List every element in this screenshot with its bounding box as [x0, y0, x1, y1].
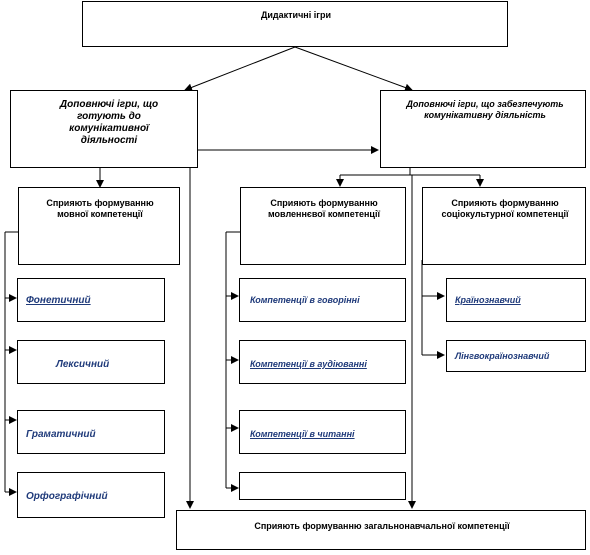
item-phonetic-text: Фонетичний: [26, 295, 91, 306]
item-linguistic-country-studies-text: Лінгвокраїнознавчий: [455, 351, 550, 361]
item-lexical: Лексичний: [17, 340, 165, 384]
title-text: Дидактичні ігри: [260, 10, 332, 20]
item-listening: Компетенції в аудіюванні: [239, 340, 406, 384]
group-language-header-text: Сприяють формуванню мовної компетенції: [46, 198, 154, 219]
item-reading-text: Компетенції в читанні: [250, 429, 355, 439]
item-grammar-text: Граматичний: [26, 429, 96, 440]
item-orthographic-text: Орфографічний: [26, 491, 108, 502]
item-empty: [239, 472, 406, 500]
right-category-text: Доповнючі ігри, що забезпечують комуніка…: [406, 99, 564, 120]
item-listening-text: Компетенції в аудіюванні: [250, 359, 367, 369]
bottom-text: Сприяють формуванню загальнонавчальної к…: [254, 521, 510, 531]
item-orthographic: Орфографічний: [17, 472, 165, 518]
item-country-studies-text: Країнознавчий: [455, 295, 521, 305]
bottom-box: Сприяють формуванню загальнонавчальної к…: [176, 510, 586, 550]
item-reading: Компетенції в читанні: [239, 410, 406, 454]
left-category-box: Доповнючі ігри, що готують до комунікати…: [10, 90, 198, 168]
item-speaking: Компетенції в говорінні: [239, 278, 406, 322]
group-sociocultural-header: Сприяють формуванню соціокультурної комп…: [422, 187, 586, 265]
item-country-studies: Країнознавчий: [446, 278, 586, 322]
item-lexical-text: Лексичний: [56, 359, 110, 370]
group-sociocultural-header-text: Сприяють формуванню соціокультурної комп…: [441, 198, 569, 219]
left-category-text: Доповнючі ігри, що готують до комунікати…: [59, 99, 159, 146]
group-speech-header-text: Сприяють формуванню мовленнєвої компетен…: [268, 198, 380, 219]
item-grammar: Граматичний: [17, 410, 165, 454]
title-box: Дидактичні ігри: [82, 1, 508, 47]
right-category-box: Доповнючі ігри, що забезпечують комуніка…: [380, 90, 586, 168]
item-phonetic: Фонетичний: [17, 278, 165, 322]
item-speaking-text: Компетенції в говорінні: [250, 295, 360, 305]
group-language-header: Сприяють формуванню мовної компетенції: [18, 187, 180, 265]
item-linguistic-country-studies: Лінгвокраїнознавчий: [446, 340, 586, 372]
group-speech-header: Сприяють формуванню мовленнєвої компетен…: [240, 187, 406, 265]
